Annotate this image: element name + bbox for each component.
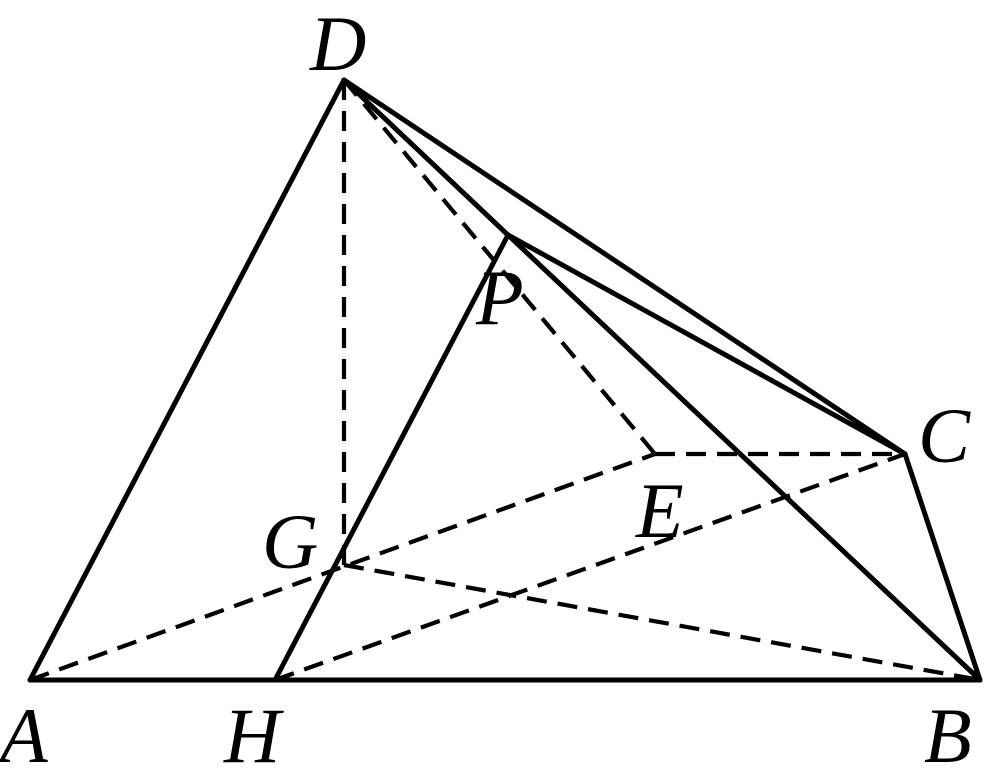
label-E: E [635, 467, 684, 554]
label-A: A [0, 692, 48, 768]
label-H: H [223, 692, 284, 768]
edge-PC [505, 232, 908, 457]
edge-DC [341, 77, 908, 457]
edge-DE-hidden [342, 78, 657, 456]
edge-HP [272, 232, 511, 683]
edge-PB [505, 232, 983, 683]
edge-DP [341, 77, 511, 238]
edge-GB-hidden [343, 562, 981, 683]
label-G: G [262, 498, 318, 585]
label-D: D [309, 0, 366, 87]
label-B: B [924, 692, 972, 768]
edge-AD [27, 77, 347, 683]
edge-CB [902, 451, 983, 683]
label-C: C [918, 392, 971, 479]
edge-AE-hidden [29, 452, 656, 682]
edge-HC-hidden [274, 452, 906, 682]
label-P: P [475, 254, 524, 341]
